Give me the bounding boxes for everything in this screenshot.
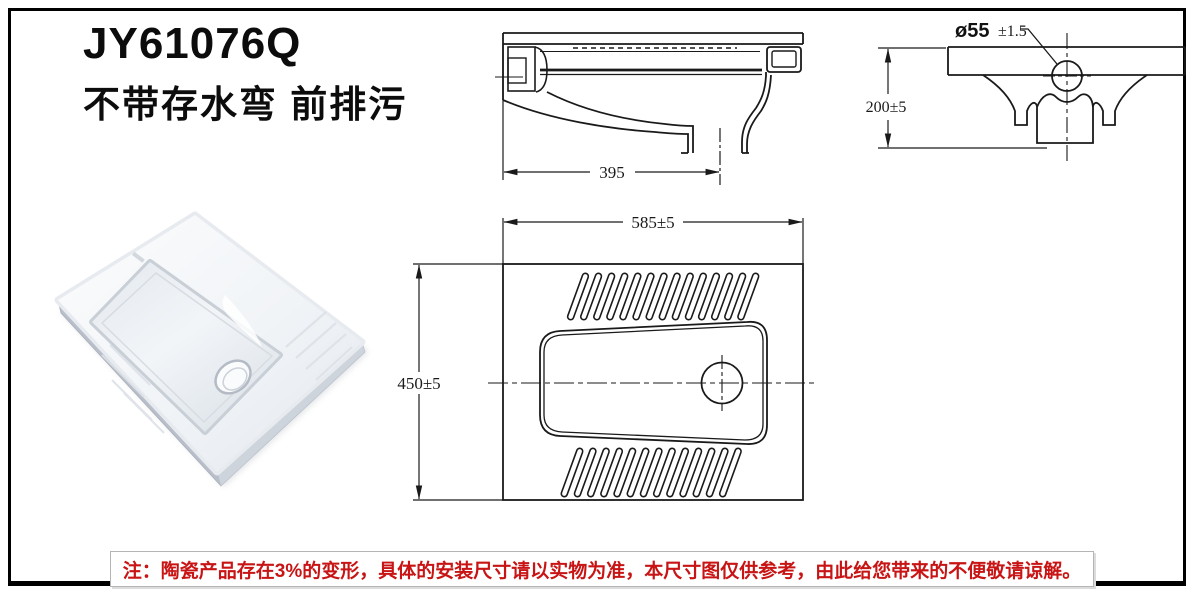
side-view-dim-label: 395 <box>599 163 625 182</box>
photo-tread-ridges <box>101 311 353 434</box>
front-view-centerlines <box>1043 33 1091 165</box>
plan-view-slots-top <box>566 272 760 321</box>
note-text: 注：陶瓷产品存在3%的变形，具体的安装尺寸请以实物为准，本尺寸图仅供参考，由此给… <box>122 560 1082 582</box>
side-view-dimension <box>502 46 721 185</box>
photo-drain-hole <box>214 359 252 395</box>
note-box: 注：陶瓷产品存在3%的变形，具体的安装尺寸请以实物为准，本尺寸图仅供参考，由此给… <box>110 551 1094 587</box>
photo-logo-mark <box>132 251 145 263</box>
plan-view-width-label: 585±5 <box>631 213 674 232</box>
product-model: JY61076Q <box>83 19 302 68</box>
page-border: JY61076Q 不带存水弯 前排污 <box>8 8 1186 587</box>
side-view-body <box>495 32 804 154</box>
front-view-drain-label: ø55 <box>955 20 989 42</box>
front-view-dimension <box>878 28 1058 149</box>
title-block: JY61076Q 不带存水弯 前排污 <box>83 19 407 128</box>
plan-view-drawing: 585±5 450±5 <box>397 213 818 501</box>
front-view-drain-tolerance: ±1.5 <box>998 23 1027 40</box>
product-subtitle: 不带存水弯 前排污 <box>83 83 408 125</box>
side-view-drawing: 395 <box>495 32 804 185</box>
product-photo <box>54 211 368 487</box>
plan-view-depth-label: 450±5 <box>397 374 440 393</box>
plan-view-dimensions <box>413 218 804 501</box>
front-view-height-label: 200±5 <box>866 99 907 116</box>
front-view-drawing: 200±5 ø55 ±1.5 <box>866 20 1186 165</box>
plan-view-slots-bottom <box>560 447 742 498</box>
plan-view-centerlines <box>488 355 818 411</box>
